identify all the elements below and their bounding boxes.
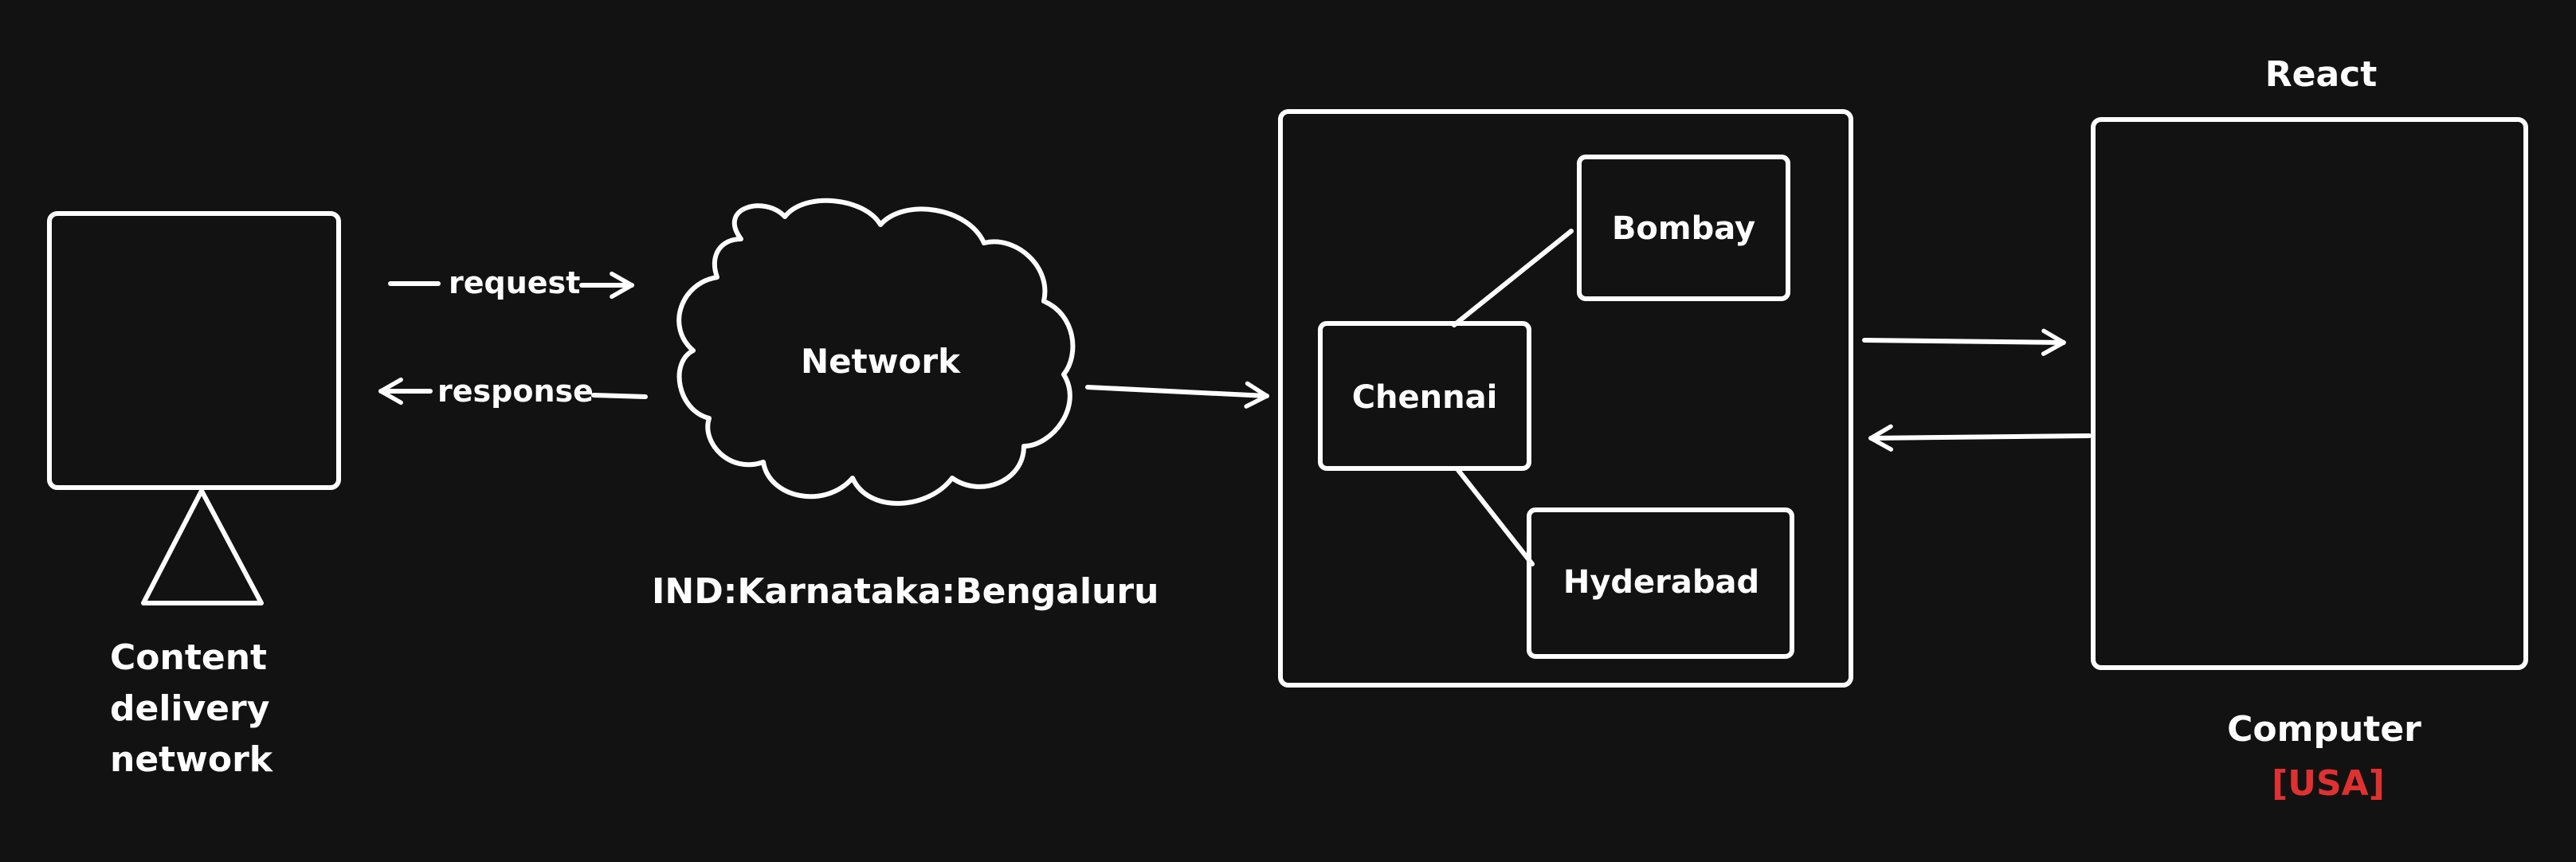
request-label: request (449, 265, 580, 300)
client-computer-box (2091, 117, 2528, 670)
cdn-box (47, 211, 341, 490)
chennai-hyderabad-link (1456, 468, 1535, 566)
network-cloud-shape (676, 198, 1076, 506)
bombay-label: Bombay (1612, 210, 1755, 247)
hyderabad-label: Hyderabad (1563, 564, 1759, 601)
servers-container (1278, 109, 1853, 688)
cdn-label-line3: network (110, 739, 274, 780)
hyderabad-server-box (1527, 507, 1794, 659)
client-title: React (2265, 54, 2378, 95)
chennai-bombay-link (1452, 229, 1574, 327)
client-label: Computer (2227, 709, 2421, 750)
chennai-server-box (1318, 321, 1531, 471)
network-to-servers-arrow (1085, 381, 1269, 409)
network-label: Network (801, 342, 961, 381)
cdn-label-line2: delivery (110, 688, 269, 729)
cdn-stand-triangle (141, 488, 264, 605)
client-to-servers-arrow (1868, 424, 2092, 452)
response-arrow-tail (591, 393, 648, 399)
chennai-label: Chennai (1352, 379, 1498, 416)
servers-to-client-arrow (1862, 328, 2066, 356)
response-label: response (437, 374, 594, 409)
cdn-label-line1: Content (110, 637, 267, 678)
network-location-label: IND:Karnataka:Bengaluru (652, 571, 1159, 612)
client-region-label: [USA] (2272, 763, 2385, 804)
bombay-server-box (1577, 155, 1790, 301)
